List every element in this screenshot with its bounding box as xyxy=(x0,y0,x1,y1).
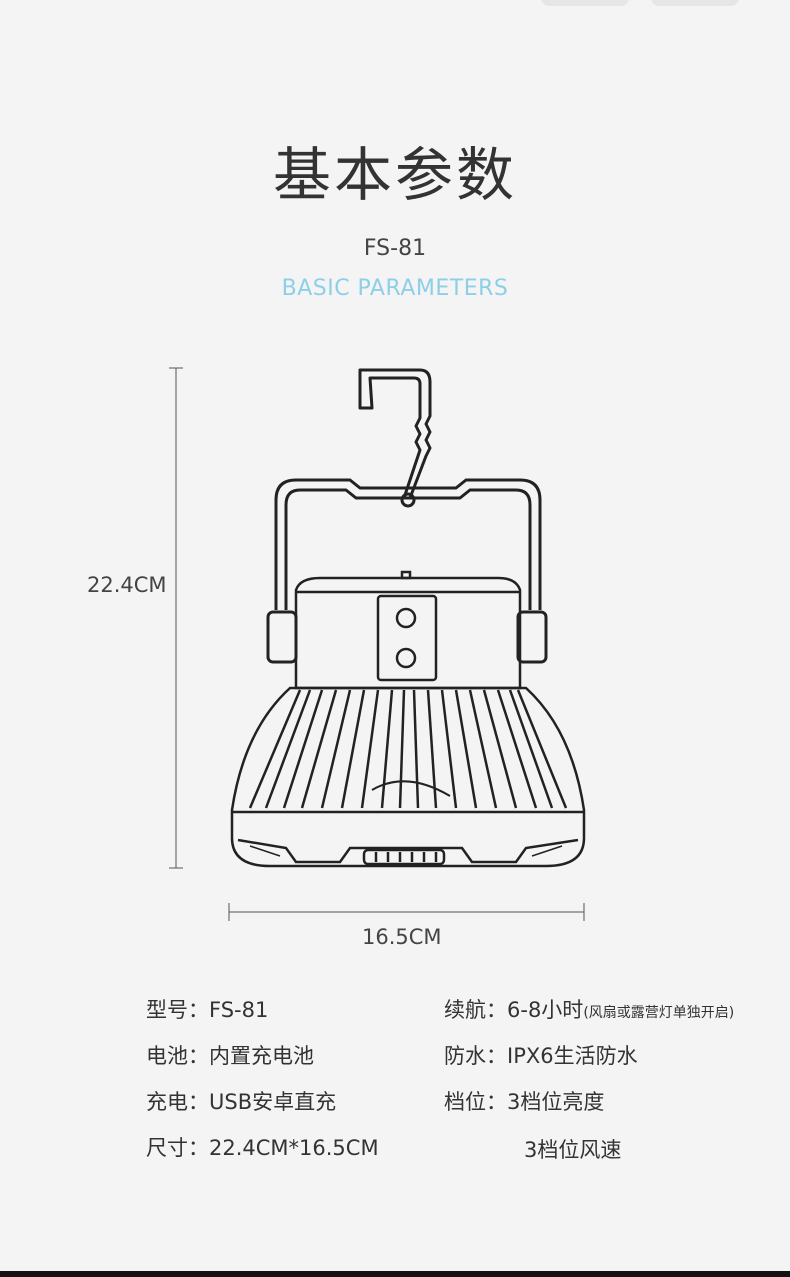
product-line-drawing xyxy=(169,367,586,921)
bottom-border xyxy=(0,1271,790,1277)
spec-levels: 档位：3档位亮度 xyxy=(444,1090,605,1114)
model-name: FS-81 xyxy=(363,236,427,261)
spec-size: 尺寸：22.4CM*16.5CM xyxy=(146,1136,379,1160)
spec-charging: 充电：USB安卓直充 xyxy=(146,1090,337,1114)
fan-grille xyxy=(230,686,586,868)
top-decoration-right xyxy=(650,0,740,6)
spec-battery: 电池：内置充电池 xyxy=(146,1044,314,1068)
spec-model: 型号：FS-81 xyxy=(146,998,269,1022)
page-title: 基本参数 xyxy=(272,141,517,209)
spec-waterproof: 防水：IPX6生活防水 xyxy=(444,1044,638,1068)
base-ring xyxy=(237,838,579,866)
spec-endurance: 续航：6-8小时(风扇或露营灯单独开启) xyxy=(444,994,734,1024)
control-body xyxy=(294,570,522,690)
hook-icon xyxy=(358,368,432,508)
width-dimension-label: 16.5CM xyxy=(362,925,442,949)
power-button-icon xyxy=(395,607,417,629)
page-subtitle: BASIC PARAMETERS xyxy=(281,276,509,301)
height-dimension-label: 22.4CM xyxy=(87,573,167,597)
spec-levels-fan: 3档位风速 xyxy=(524,1138,622,1162)
top-decoration-left xyxy=(540,0,630,6)
spec-endurance-note: (风扇或露营灯单独开启) xyxy=(583,1005,735,1021)
spec-endurance-value: 续航：6-8小时 xyxy=(444,998,584,1022)
fan-button-icon xyxy=(395,647,417,669)
